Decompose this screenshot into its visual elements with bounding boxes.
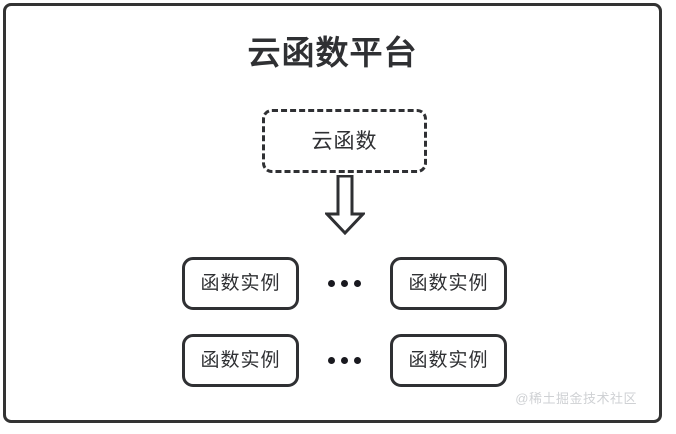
ellipsis-icon bbox=[328, 357, 361, 364]
ellipsis-dot bbox=[354, 280, 361, 287]
ellipsis-dot bbox=[341, 280, 348, 287]
ellipsis-icon bbox=[328, 280, 361, 287]
function-instance-box: 函数实例 bbox=[390, 257, 507, 310]
down-arrow-icon bbox=[325, 175, 365, 235]
function-instance-label: 函数实例 bbox=[200, 273, 281, 294]
instance-row: 函数实例 函数实例 bbox=[182, 334, 507, 387]
ellipsis-dot bbox=[354, 357, 361, 364]
page-title: 云函数平台 bbox=[247, 34, 418, 71]
instance-row: 函数实例 函数实例 bbox=[182, 257, 507, 310]
function-instance-label: 函数实例 bbox=[200, 350, 281, 371]
function-instance-box: 函数实例 bbox=[182, 257, 299, 310]
function-instance-box: 函数实例 bbox=[182, 334, 299, 387]
ellipsis-dot bbox=[328, 357, 335, 364]
watermark: @稀土掘金技术社区 bbox=[515, 391, 637, 406]
platform-frame: 云函数平台 云函数 函数实例 函数实例 函数实例 bbox=[3, 3, 662, 423]
ellipsis-dot bbox=[328, 280, 335, 287]
function-instance-box: 函数实例 bbox=[390, 334, 507, 387]
cloud-function-box: 云函数 bbox=[262, 109, 427, 173]
ellipsis-dot bbox=[341, 357, 348, 364]
cloud-function-label: 云函数 bbox=[311, 129, 378, 153]
function-instance-label: 函数实例 bbox=[408, 350, 489, 371]
function-instance-label: 函数实例 bbox=[408, 273, 489, 294]
